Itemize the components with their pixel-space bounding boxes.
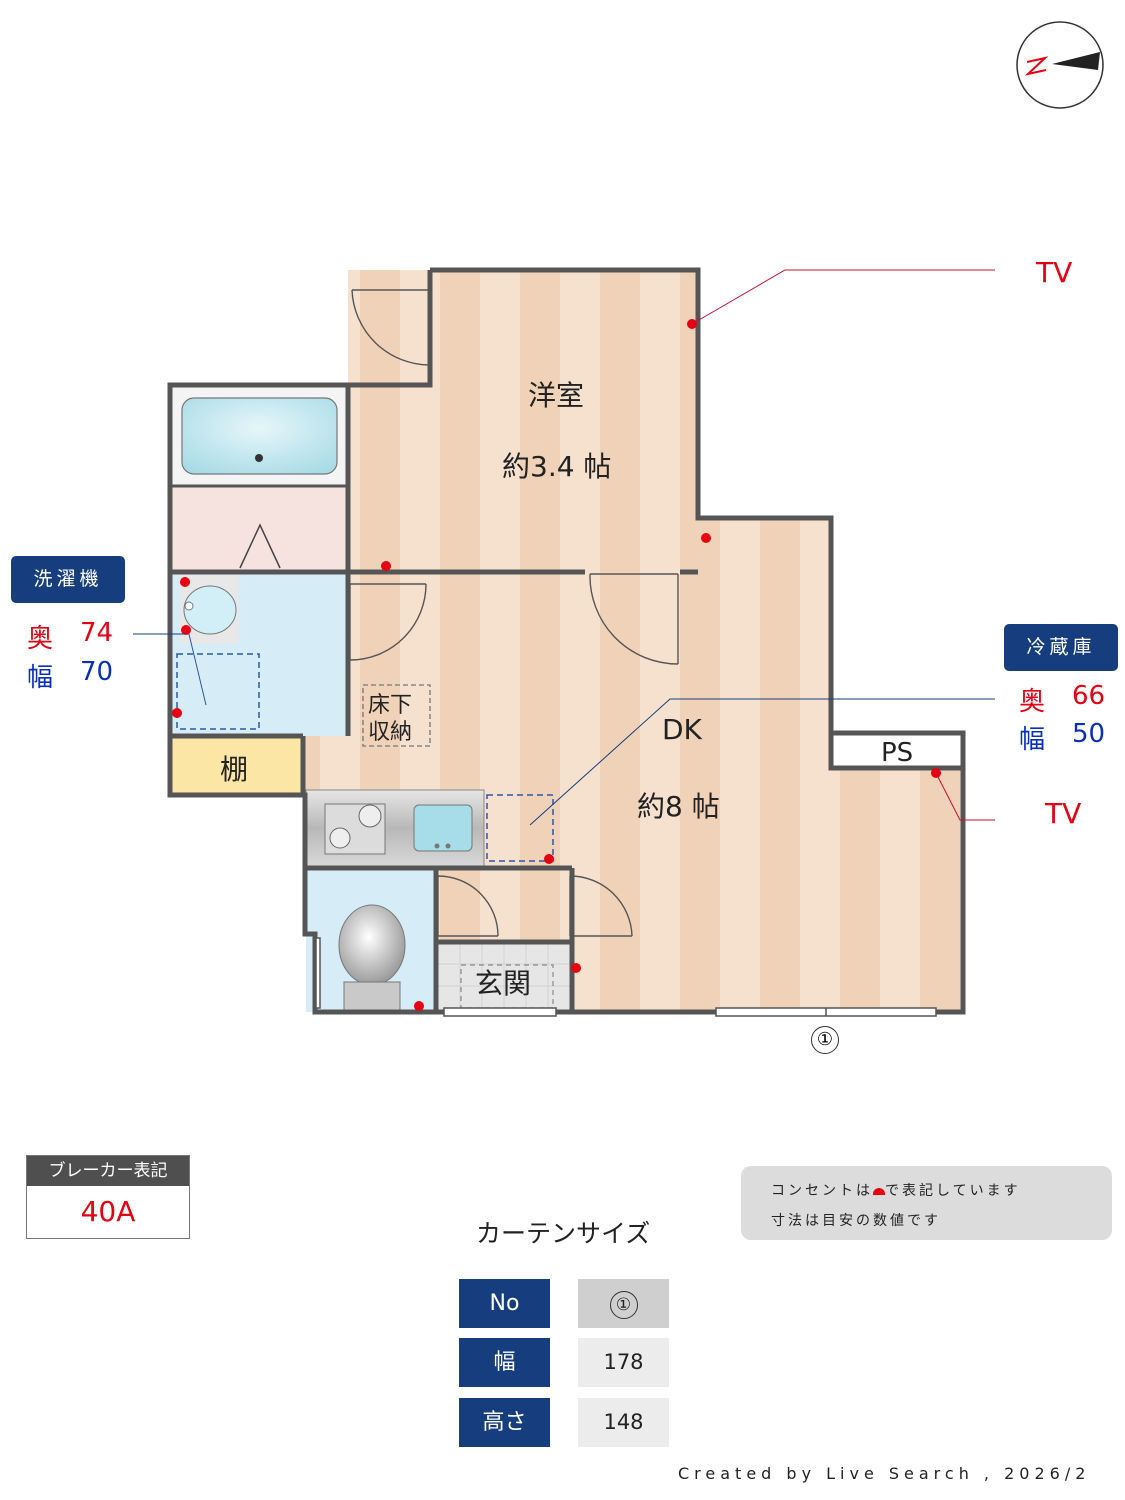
leader-lines (133, 269, 995, 826)
washer-depth-label: 奥 (27, 624, 54, 654)
walls (167, 267, 966, 1015)
washer-title: 洗濯機 (11, 556, 125, 603)
breaker-value: 40A (80, 1195, 136, 1228)
washer-width-label: 幅 (27, 663, 54, 693)
credit-text: Created by Live Search , 2026/2 (678, 1464, 1091, 1483)
washroom-floor (172, 572, 347, 736)
compass-north-icon (1016, 21, 1104, 109)
fridge-depth-value: 66 (1072, 681, 1106, 711)
breaker-label: ブレーカー表記 (27, 1156, 189, 1186)
fridge-title: 冷蔵庫 (1004, 624, 1118, 671)
fridge-depth-label: 奥 (1019, 687, 1046, 717)
tv-label-upper: TV (1036, 256, 1073, 289)
tv-label-lower: TV (1045, 797, 1082, 830)
fridge-width-value: 50 (1072, 719, 1106, 749)
doors (349, 289, 679, 937)
shelf-area (172, 736, 303, 794)
bath-washroom-floor (172, 486, 347, 572)
underfloor-storage-line2: 収納 (368, 720, 413, 745)
toilet-room (306, 868, 436, 1012)
legend-note-line1-before: コンセントは (771, 1183, 873, 1199)
legend-note-line1-after: で表記しています (885, 1183, 1021, 1199)
window-marker-number: ① (811, 1026, 839, 1054)
curtain-no-number: ① (609, 1291, 638, 1319)
ps-name: PS (881, 738, 914, 768)
shelf-name: 棚 (220, 753, 249, 786)
western-room-floor (348, 270, 698, 572)
western-room-name: 洋室 (528, 379, 585, 412)
curtain-title: カーテンサイズ (476, 1219, 651, 1248)
legend-note: コンセントはで表記しています 寸法は目安の数値です (741, 1166, 1112, 1240)
legend-note-line1: コンセントはで表記しています (771, 1180, 1021, 1200)
breaker-box: ブレーカー表記 40A (26, 1155, 190, 1239)
washer-depth-value: 74 (80, 618, 114, 648)
dk-size: 約8 帖 (637, 790, 720, 823)
window-marker: ① (811, 1026, 839, 1054)
curtain-row-width-value: 178 (578, 1338, 669, 1387)
entrance-floor (438, 942, 570, 1010)
entrance-name: 玄関 (475, 967, 532, 1000)
fridge-width-label: 幅 (1019, 725, 1046, 755)
outlet-icon (873, 1187, 885, 1195)
curtain-row-width-label: 幅 (459, 1338, 550, 1387)
curtain-row-no-value: ① (578, 1279, 669, 1328)
kitchen-counter (305, 789, 554, 867)
curtain-row-height-value: 148 (578, 1398, 669, 1447)
curtain-row-height-label: 高さ (459, 1398, 550, 1447)
curtain-row-no-label: No (459, 1279, 550, 1328)
washer-width-value: 70 (80, 657, 114, 687)
windows (315, 937, 937, 1017)
dk-name: DK (662, 713, 702, 746)
underfloor-storage-line1: 床下 (368, 693, 413, 718)
legend-note-line2: 寸法は目安の数値です (771, 1213, 941, 1229)
underfloor-storage-outline (362, 684, 431, 747)
western-room-size: 約3.4 帖 (502, 450, 612, 483)
bathtub (172, 385, 347, 485)
outlets (172, 319, 941, 1011)
